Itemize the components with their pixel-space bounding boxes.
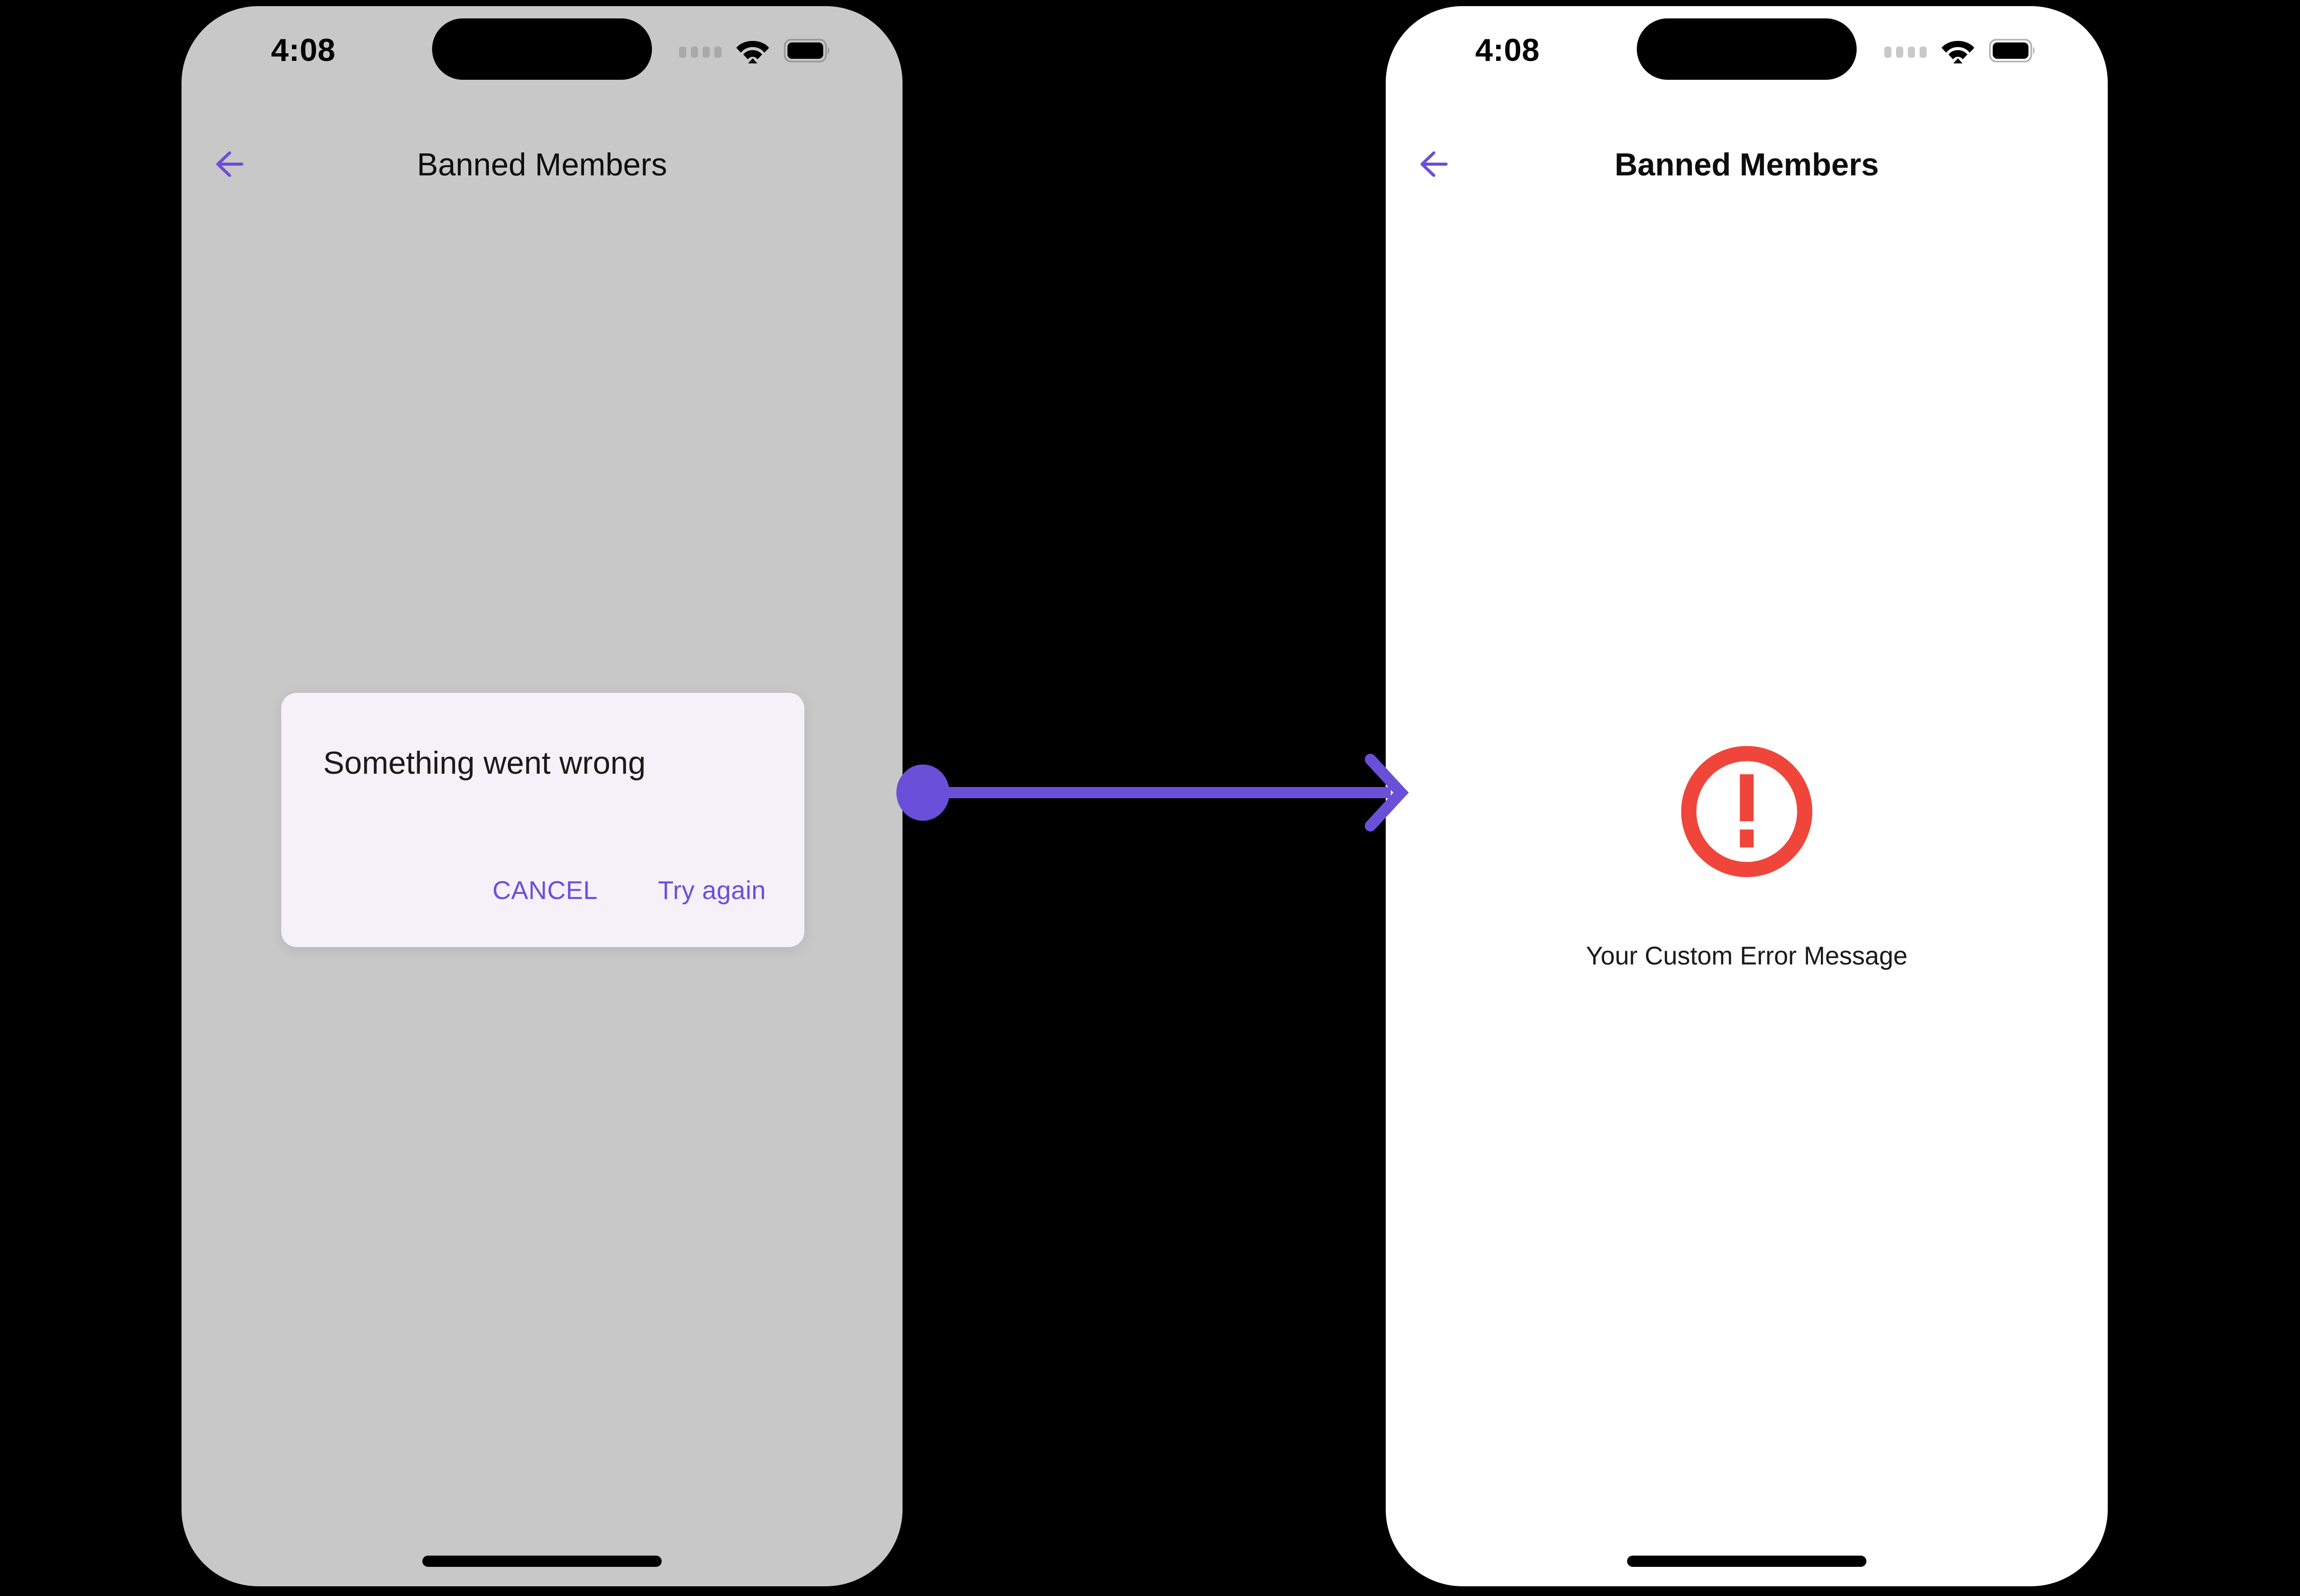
cancel-button[interactable]: CANCEL (492, 876, 598, 905)
circle-dot-icon (896, 765, 950, 821)
back-button[interactable] (1410, 145, 1456, 186)
home-indicator[interactable] (422, 1556, 662, 1567)
wifi-icon (1941, 38, 1975, 66)
cellular-signal-icon (679, 46, 721, 58)
cellular-signal-icon (1884, 46, 1927, 58)
phone-right: 4:08 (1386, 6, 2108, 1586)
battery-full-icon (783, 38, 831, 65)
arrow-left-icon (1417, 149, 1449, 182)
dialog-title: Something went wrong (323, 746, 646, 781)
flow-connector (869, 736, 1416, 849)
dialog-actions: CANCEL Try again (492, 878, 766, 903)
try-again-button[interactable]: Try again (658, 876, 766, 905)
dynamic-island (432, 18, 652, 80)
status-indicators (1884, 38, 2036, 66)
status-time: 4:08 (271, 33, 336, 68)
error-exclamation-circle-icon (1678, 743, 1816, 881)
error-dialog: Something went wrong CANCEL Try again (281, 693, 804, 947)
battery-full-icon (1989, 38, 2036, 65)
error-message: Your Custom Error Message (1586, 941, 1908, 970)
status-bar-right: 4:08 (1386, 6, 2108, 103)
status-indicators (679, 38, 831, 66)
page-title: Banned Members (417, 147, 667, 183)
page-title: Banned Members (1614, 147, 1879, 183)
dynamic-island (1637, 18, 1857, 80)
status-bar-left: 4:08 (182, 6, 903, 103)
arrow-left-icon (213, 149, 245, 182)
error-state: Your Custom Error Message (1386, 743, 2108, 970)
nav-bar-right: Banned Members (1386, 137, 2108, 195)
nav-bar-left: Banned Members (182, 137, 903, 195)
status-time: 4:08 (1475, 33, 1540, 68)
phone-left: 4:08 (182, 6, 903, 1586)
back-button[interactable] (206, 145, 252, 186)
home-indicator[interactable] (1627, 1556, 1866, 1567)
wifi-icon (736, 38, 770, 66)
